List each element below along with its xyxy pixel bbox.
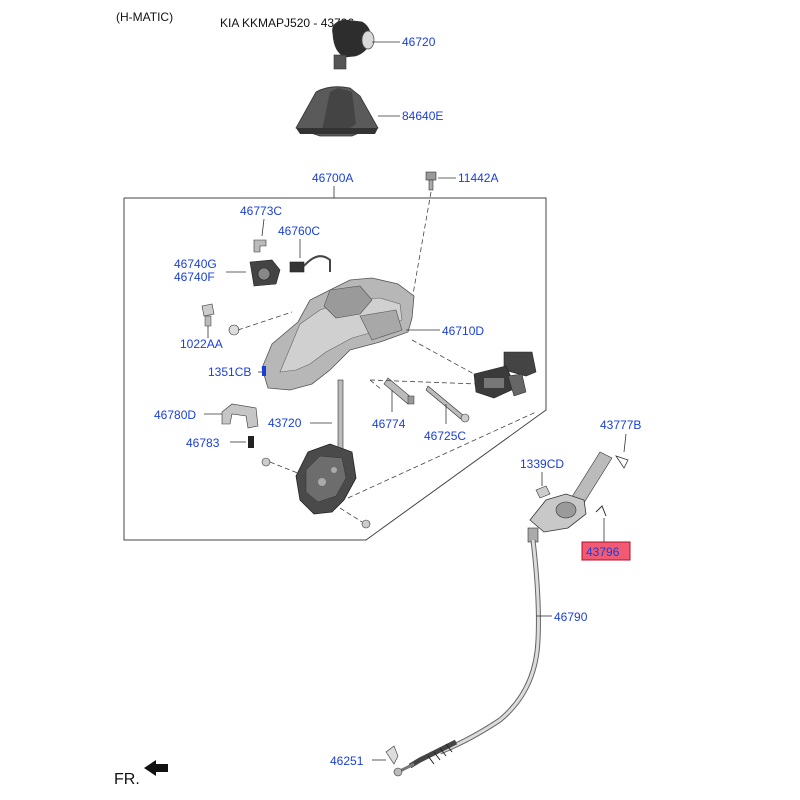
label-84640E[interactable]: 84640E <box>402 109 443 123</box>
label-43720[interactable]: 43720 <box>268 416 302 430</box>
shift-bracket-46710D-part[interactable] <box>261 277 415 391</box>
clip-46773C-part[interactable] <box>253 239 267 253</box>
lower-housing-43720-part[interactable] <box>295 379 357 515</box>
label-46783[interactable]: 46783 <box>186 436 220 450</box>
front-arrow-icon <box>144 760 168 776</box>
clip-43796-part[interactable] <box>595 505 607 517</box>
header-variant: (H-MATIC) <box>116 10 173 24</box>
label-46710D[interactable]: 46710D <box>442 324 484 338</box>
clip-43777B-part[interactable] <box>615 455 629 469</box>
label-11442A[interactable]: 11442A <box>458 171 498 185</box>
label-1022AA[interactable]: 1022AA <box>180 337 223 351</box>
shift-boot-part[interactable] <box>295 86 379 137</box>
label-46780D[interactable]: 46780D <box>154 408 196 422</box>
label-46251[interactable]: 46251 <box>330 754 364 768</box>
nut-1339CD-part[interactable] <box>535 485 551 499</box>
label-46773C[interactable]: 46773C <box>240 204 282 218</box>
holder-46780D-part[interactable] <box>221 403 259 429</box>
bolt-11442A-part[interactable] <box>425 171 437 191</box>
clip-46774-part[interactable] <box>383 377 415 405</box>
retainer-46251-part[interactable] <box>385 745 399 765</box>
label-1339CD[interactable]: 1339CD <box>520 457 564 471</box>
shaft-46725C-part[interactable] <box>425 385 470 423</box>
nut-bottom-part <box>361 519 371 529</box>
highlight-43796-box[interactable] <box>581 541 631 561</box>
nut-small-part <box>261 457 271 467</box>
label-46740G[interactable]: 46740G <box>174 257 217 271</box>
switch-46740-part[interactable] <box>249 259 281 287</box>
label-43777B[interactable]: 43777B <box>600 418 641 432</box>
label-46700A[interactable]: 46700A <box>312 171 353 185</box>
label-46740F[interactable]: 46740F <box>174 270 215 284</box>
label-46725C[interactable]: 46725C <box>424 429 466 443</box>
label-1351CB[interactable]: 1351CB <box>208 365 251 379</box>
cable-end-part[interactable] <box>527 451 613 543</box>
selector-module-part[interactable] <box>473 351 537 399</box>
label-46720[interactable]: 46720 <box>402 35 436 49</box>
shift-cable-46790-part[interactable] <box>393 539 541 777</box>
assembly-frame <box>123 197 547 541</box>
front-direction-label: FR. <box>114 771 140 788</box>
header-model-code: KIA KKMAPJ520 - 43796 <box>220 16 354 30</box>
label-46774[interactable]: 46774 <box>372 417 406 431</box>
connector-46760C-part[interactable] <box>289 255 331 273</box>
shift-knob-part[interactable] <box>332 19 375 70</box>
label-43796[interactable]: 43796 <box>586 545 620 559</box>
label-46760C[interactable]: 46760C <box>278 224 320 238</box>
nut-1022AA-part[interactable] <box>201 303 240 336</box>
label-46790[interactable]: 46790 <box>554 610 588 624</box>
pin-46783-part[interactable] <box>248 436 254 448</box>
